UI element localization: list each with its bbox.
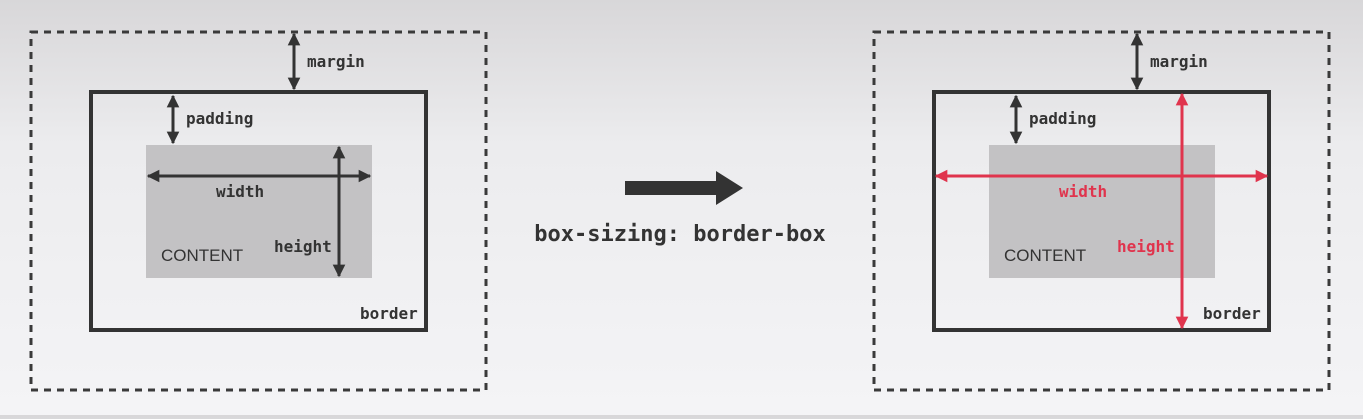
left-width-label: width [216, 182, 264, 201]
right-border-label: border [1203, 304, 1261, 323]
left-box-model: margin padding width height CONTENT bord… [29, 30, 488, 392]
right-margin-label: margin [1150, 52, 1208, 71]
right-margin-box [872, 30, 1331, 392]
right-box-model: margin padding width height CONTENT bord… [872, 30, 1331, 392]
right-padding-label: padding [1029, 109, 1096, 128]
left-height-label: height [274, 237, 332, 256]
right-arrow-icon [625, 171, 743, 205]
left-content-label: CONTENT [161, 246, 243, 265]
right-border-box [932, 90, 1271, 332]
left-border-box [89, 90, 428, 332]
left-padding-label: padding [186, 109, 253, 128]
left-margin-label: margin [307, 52, 365, 71]
right-height-label: height [1117, 237, 1175, 256]
center-transition: box-sizing: border-box [534, 171, 826, 247]
left-margin-box [29, 30, 488, 392]
left-border-label: border [360, 304, 418, 323]
right-width-label: width [1059, 182, 1107, 201]
box-sizing-caption: box-sizing: border-box [534, 222, 825, 247]
right-content-label: CONTENT [1004, 246, 1086, 265]
